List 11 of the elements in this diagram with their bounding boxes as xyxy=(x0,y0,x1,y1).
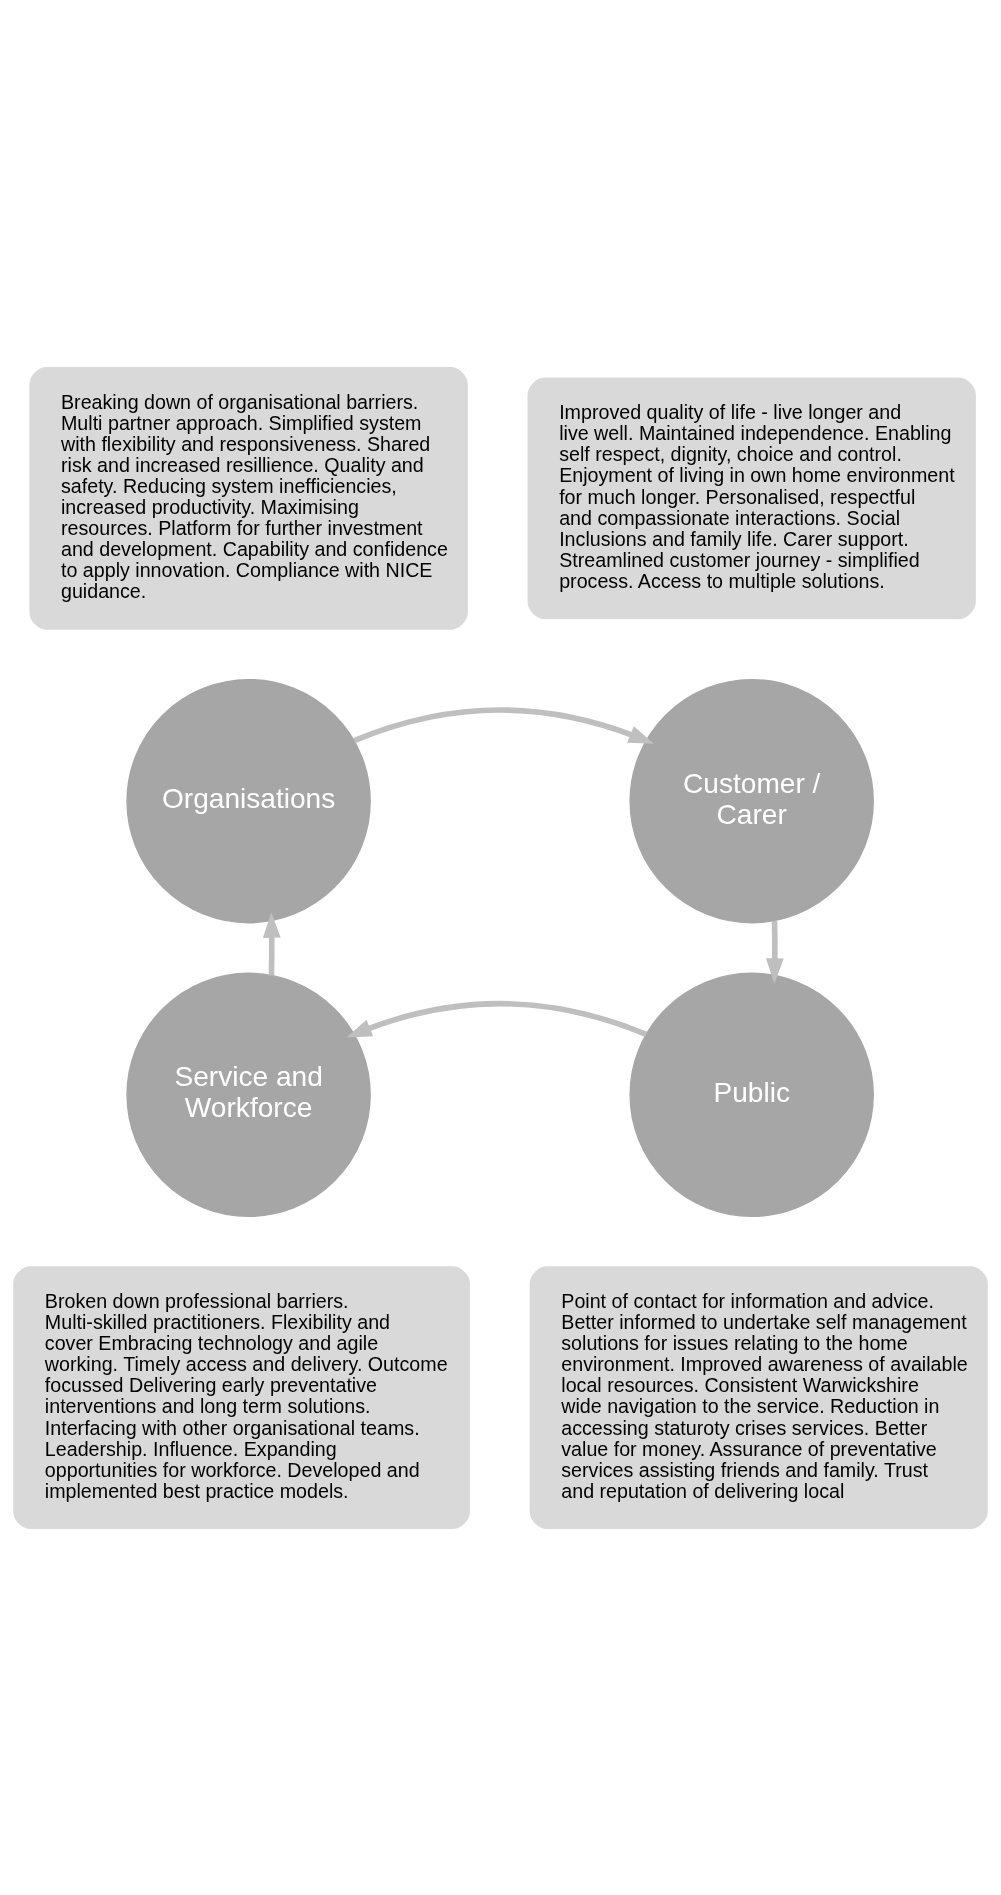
node-circle: Organisations xyxy=(126,678,371,923)
arrow xyxy=(262,911,281,975)
node-box: Improved quality of life - live longer and live well. Maintained independence. Enabling self respect, dignity, choice and control. Enjoyment of living in own home environment for much longer. Personalised, respectful and compassionate interactions. Social Inclusions and family life. Carer support. Streamlined customer journey - simplified process. Access to multiple solutions. xyxy=(527,376,976,619)
arrow xyxy=(353,706,654,744)
arrow xyxy=(765,920,784,984)
node-box: Breaking down of organisational barriers. Multi partner approach. Simplified system with flexibility and responsiveness. Shared risk and increased resillience. Quality and safety. Reducing system inefficiencies, increased productivity. Maximising resources. Platform for further investment and development. Capability and confidence to apply innovation. Compliance with NICE guidance. xyxy=(29,366,468,630)
arrow xyxy=(346,1000,648,1037)
node-circle: Service and Workforce xyxy=(126,972,371,1217)
node-circle: Public xyxy=(629,972,874,1217)
node-box: Broken down professional barriers. Multi-skilled practitioners. Flexibility and cover Embracing technology and agile working. Timely access and delivery. Outcome focussed Delivering early preventative interventions and long term solutions. Interfacing with other organisational teams. Leadership. Influence. Expanding opportunities for workforce. Developed and implemented best practice models. xyxy=(13,1265,470,1529)
node-box: Point of contact for information and advice. Better informed to undertake self management solutions for issues relating to the home environment. Improved awareness of available local resources. Consistent Warwickshire wide navigation to the service. Reduction in accessing staturoty crises services. Better value for money. Assurance of preventative services assisting friends and family. Trust and reputation of delivering local xyxy=(529,1265,988,1529)
